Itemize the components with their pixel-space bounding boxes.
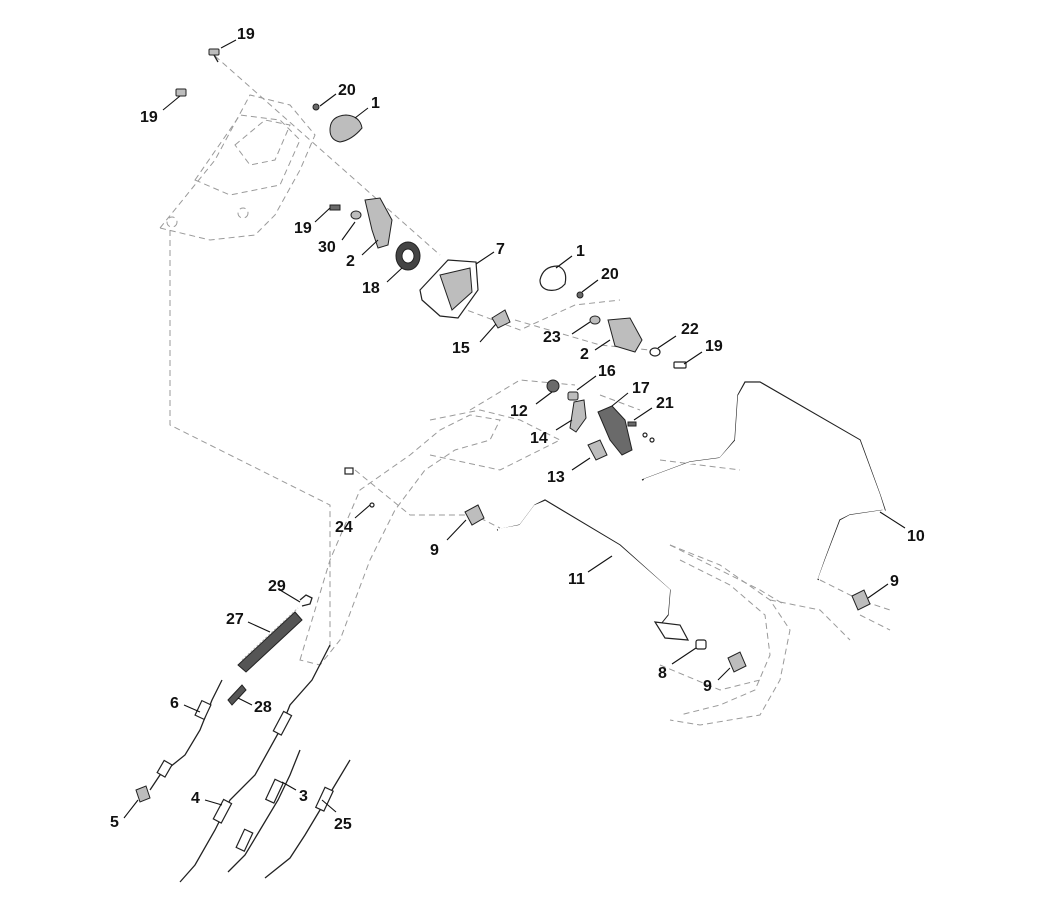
bracket-2-right	[607, 317, 643, 353]
spacer-16	[567, 391, 579, 401]
callout-28: 28	[254, 699, 272, 716]
drive-rod-11	[496, 499, 690, 641]
handle-frame	[299, 409, 561, 666]
callout-16: 16	[598, 363, 616, 380]
spring-27	[237, 607, 303, 673]
clip-5	[135, 785, 151, 803]
callout-29: 29	[268, 578, 286, 595]
callout-2: 2	[580, 346, 589, 363]
callout-17: 17	[632, 380, 650, 397]
screw-20-upper	[312, 103, 320, 111]
callout-19: 19	[294, 220, 312, 237]
callout-7: 7	[496, 241, 505, 258]
washer-30	[350, 210, 362, 220]
spacer-8	[695, 639, 707, 650]
screw-19-mid	[329, 204, 341, 211]
grommet-9-right	[851, 589, 871, 611]
knob-1-right	[539, 265, 567, 291]
callout-labels: 19 19 20 1 19 30 2 18 7 1 20 23 2 22 19 …	[110, 26, 925, 833]
callout-4: 4	[191, 790, 200, 807]
screw-21	[627, 421, 655, 443]
callout-1: 1	[576, 243, 585, 260]
callout-19: 19	[705, 338, 723, 355]
spring-28	[227, 684, 247, 706]
washer-23	[589, 315, 601, 325]
callout-19: 19	[237, 26, 255, 43]
callout-8: 8	[658, 665, 667, 682]
screw-20-right	[576, 291, 584, 299]
screw-19-right	[673, 361, 687, 369]
screw-19-top	[208, 48, 220, 63]
callout-22: 22	[681, 321, 699, 338]
cable-4	[179, 644, 331, 883]
callout-25: 25	[334, 816, 352, 833]
callout-1: 1	[371, 95, 380, 112]
callout-leader-lines	[123, 39, 906, 819]
cable-6	[149, 679, 223, 791]
callout-6: 6	[170, 695, 179, 712]
callout-30: 30	[318, 239, 336, 256]
control-housing-7	[419, 259, 479, 319]
gear-ring-18	[395, 241, 421, 271]
callout-21: 21	[656, 395, 674, 412]
callout-2: 2	[346, 253, 355, 270]
pin-14	[569, 399, 587, 433]
washer-22	[649, 347, 661, 357]
callout-14: 14	[530, 430, 548, 447]
knob-1-upper	[329, 114, 363, 143]
callout-12: 12	[510, 403, 528, 420]
cable-25	[264, 759, 351, 879]
bail-rod-10	[641, 381, 886, 581]
grommet-9-mid	[464, 504, 485, 526]
handle-console-housing	[159, 94, 316, 241]
callout-20: 20	[601, 266, 619, 283]
callout-15: 15	[452, 340, 470, 357]
cable-3	[227, 749, 301, 873]
callout-20: 20	[338, 82, 356, 99]
callout-24: 24	[335, 519, 353, 536]
hook-29	[299, 594, 313, 607]
callout-18: 18	[362, 280, 380, 297]
callout-13: 13	[547, 469, 565, 486]
callout-19: 19	[140, 109, 158, 126]
callout-27: 27	[226, 611, 244, 628]
callout-5: 5	[110, 814, 119, 831]
grommet-9-lower	[727, 651, 747, 673]
lower-handle-frame	[669, 544, 851, 726]
callout-10: 10	[907, 528, 925, 545]
callout-3: 3	[299, 788, 308, 805]
callout-9: 9	[703, 678, 712, 695]
bracket-13	[587, 439, 608, 461]
screw-19-left	[175, 88, 187, 97]
callout-9: 9	[890, 573, 899, 590]
bushing-12	[546, 379, 560, 393]
bracket-2-left	[364, 197, 393, 249]
callout-11: 11	[568, 571, 585, 588]
callout-23: 23	[543, 329, 561, 346]
callout-9: 9	[430, 542, 439, 559]
